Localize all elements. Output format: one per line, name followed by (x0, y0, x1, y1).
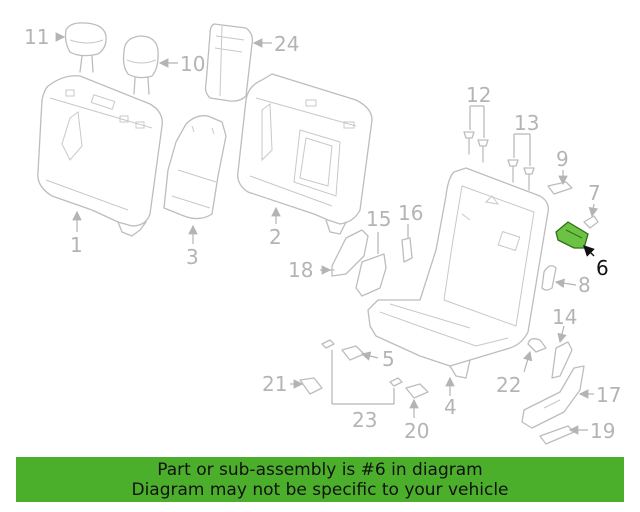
callout-12: 12 (466, 83, 491, 107)
callout-14: 14 (552, 305, 577, 329)
callout-9: 9 (556, 147, 569, 171)
part-clip-23b (389, 377, 403, 387)
part-bracket-18 (325, 229, 369, 277)
callout-3: 3 (186, 245, 199, 269)
callout-7: 7 (588, 181, 601, 205)
callout-21: 21 (262, 372, 287, 396)
callout-24: 24 (274, 32, 299, 56)
callout-8: 8 (578, 273, 591, 297)
part-bracket-16 (401, 237, 413, 263)
part-headrest-left (64, 22, 107, 73)
callout-16: 16 (398, 201, 423, 225)
callout-5: 5 (382, 347, 395, 371)
part-clip-23a (321, 339, 335, 349)
part-clip-9 (547, 181, 573, 195)
part-seat-back-cushion (37, 75, 163, 237)
callout-6[interactable]: 6 (596, 256, 609, 280)
callout-11: 11 (24, 25, 49, 49)
part-pad-19 (539, 425, 575, 445)
callout-labels: 11 10 24 1 3 2 4 5 12 13 9 7 6 8 15 16 1… (24, 25, 621, 443)
callout-15: 15 (366, 207, 391, 231)
part-clip-20 (405, 383, 429, 399)
callout-10: 10 (180, 52, 205, 76)
callout-4: 4 (444, 395, 457, 419)
callout-19: 19 (590, 419, 615, 443)
part-clip-21 (299, 377, 323, 395)
part-clip-7 (583, 215, 599, 229)
callout-13: 13 (514, 111, 539, 135)
part-seat-back-pad (163, 115, 227, 220)
part-bolts-12 (463, 131, 489, 163)
banner-line-part: Part or sub-assembly is #6 in diagram (157, 459, 483, 480)
callout-17: 17 (596, 383, 621, 407)
part-armrest-cover (204, 23, 254, 102)
callout-1: 1 (70, 233, 83, 257)
part-clip-5 (341, 345, 365, 361)
part-cover-8 (541, 265, 557, 291)
callout-23: 23 (352, 408, 377, 432)
part-headrest-right (122, 35, 159, 95)
banner-line-disclaimer: Diagram may not be specific to your vehi… (131, 479, 509, 500)
part-seat-back-frame (237, 73, 373, 235)
part-6-highlighted[interactable] (555, 221, 589, 249)
callout-22: 22 (496, 373, 521, 397)
info-banner: Part or sub-assembly is #6 in diagram Di… (16, 457, 624, 502)
callout-20: 20 (404, 419, 429, 443)
part-hinge-cover-14 (551, 341, 573, 379)
part-bracket-22 (527, 338, 547, 353)
part-seat-frame (367, 167, 549, 379)
parts-diagram: 11 10 24 1 3 2 4 5 12 13 9 7 6 8 15 16 1… (24, 22, 621, 445)
part-bracket-15 (355, 253, 387, 297)
callout-2: 2 (269, 225, 282, 249)
callout-18: 18 (288, 258, 313, 282)
part-bolts-13 (507, 159, 535, 191)
leader-lines (55, 32, 599, 435)
